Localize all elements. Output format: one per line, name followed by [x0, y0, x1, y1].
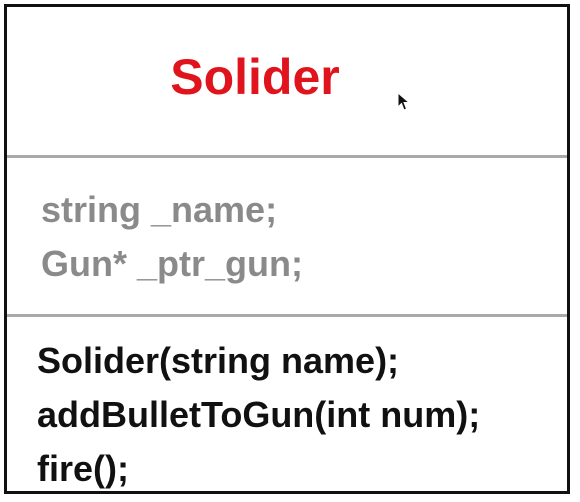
class-name-section: Solider	[7, 7, 567, 155]
uml-class-box: Solider string _name; Gun* _ptr_gun; Sol…	[4, 4, 570, 494]
mouse-pointer-icon	[397, 92, 411, 111]
attributes-section: string _name; Gun* _ptr_gun;	[7, 158, 567, 314]
methods-divider	[7, 314, 567, 317]
methods-section: Solider(string name); addBulletToGun(int…	[7, 317, 567, 495]
attribute-item: string _name;	[41, 189, 278, 230]
attribute-item: Gun* _ptr_gun;	[41, 243, 303, 284]
class-name: Solider	[170, 49, 340, 105]
method-item: addBulletToGun(int num);	[37, 394, 481, 435]
attributes-divider	[7, 155, 567, 158]
method-item: Solider(string name);	[37, 340, 400, 381]
method-item: fire();	[37, 448, 129, 489]
